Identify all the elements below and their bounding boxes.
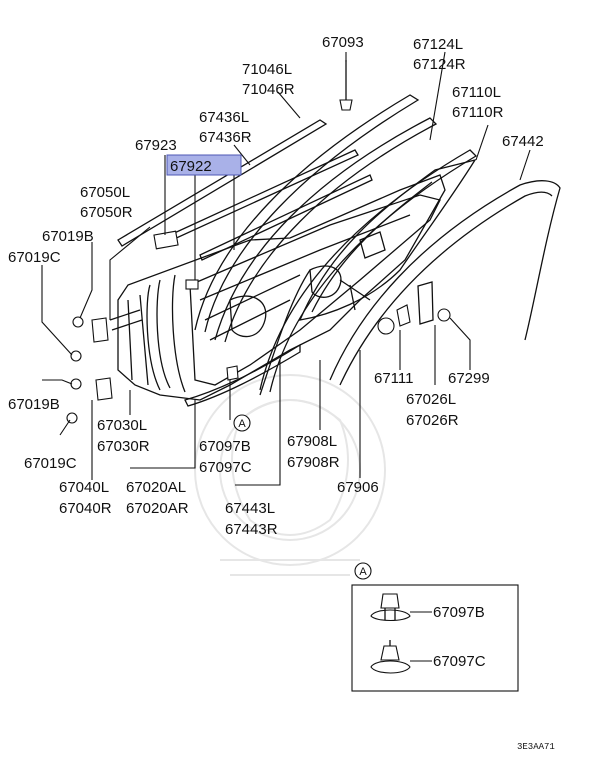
label-67050L[interactable]: 67050L [80,184,130,201]
label-67110L[interactable]: 67110L [452,84,501,101]
callout-a-main: A [233,414,251,432]
detail-label-67097B[interactable]: 67097B [433,604,485,621]
belt-moldings [117,119,373,261]
label-67097B[interactable]: 67097B [199,438,251,455]
label-67124L[interactable]: 67124L [413,36,463,53]
watermark-emblem [194,374,386,576]
detail-a-box [351,584,519,692]
label-71046L[interactable]: 71046L [242,61,292,78]
label-67030R[interactable]: 67030R [97,438,150,455]
part-labels: 67093 67124L 67124R 71046L 71046R 67110L… [8,34,544,538]
label-67030L[interactable]: 67030L [97,417,147,434]
label-67908R[interactable]: 67908R [287,454,340,471]
label-67019B-upper[interactable]: 67019B [42,228,94,245]
label-67299[interactable]: 67299 [448,370,490,387]
label-67923[interactable]: 67923 [135,137,177,154]
label-67026L[interactable]: 67026L [406,391,456,408]
label-67019C-lower[interactable]: 67019C [24,455,77,472]
callout-a-main-letter: A [238,418,246,430]
label-67019B-lower[interactable]: 67019B [8,396,60,413]
label-67050R[interactable]: 67050R [80,204,133,221]
label-67908L[interactable]: 67908L [287,433,337,450]
label-67443R[interactable]: 67443R [225,521,278,538]
weatherstrip [184,269,311,407]
label-67906[interactable]: 67906 [337,479,379,496]
label-67097C[interactable]: 67097C [199,459,252,476]
highlight-box-67922 [166,154,242,176]
label-67436L[interactable]: 67436L [199,109,249,126]
clip-67097b-drawing [370,593,411,622]
label-67040L[interactable]: 67040L [59,479,109,496]
diagram-code: 3E3AA71 [517,742,555,752]
detail-a: A 67097B 67097C [351,562,519,692]
label-67020AR[interactable]: 67020AR [126,500,189,517]
leader-lines [41,51,531,486]
clip-67097c-drawing [370,640,411,674]
label-67124R[interactable]: 67124R [413,56,466,73]
door-shell [117,174,446,401]
label-67442[interactable]: 67442 [502,133,544,150]
label-67020AL[interactable]: 67020AL [126,479,186,496]
label-67093[interactable]: 67093 [322,34,364,51]
label-67110R[interactable]: 67110R [452,104,504,121]
label-67019C-upper[interactable]: 67019C [8,249,61,266]
detail-label-67097C[interactable]: 67097C [433,653,486,670]
label-67436R[interactable]: 67436R [199,129,252,146]
label-71046R[interactable]: 71046R [242,81,295,98]
label-67026R[interactable]: 67026R [406,412,459,429]
label-67443L[interactable]: 67443L [225,500,275,517]
hardware [66,60,451,424]
callout-a-detail-letter: A [359,566,367,578]
label-67111[interactable]: 67111 [374,370,414,387]
label-67922[interactable]: 67922 [170,158,212,175]
label-67040R[interactable]: 67040R [59,500,112,517]
